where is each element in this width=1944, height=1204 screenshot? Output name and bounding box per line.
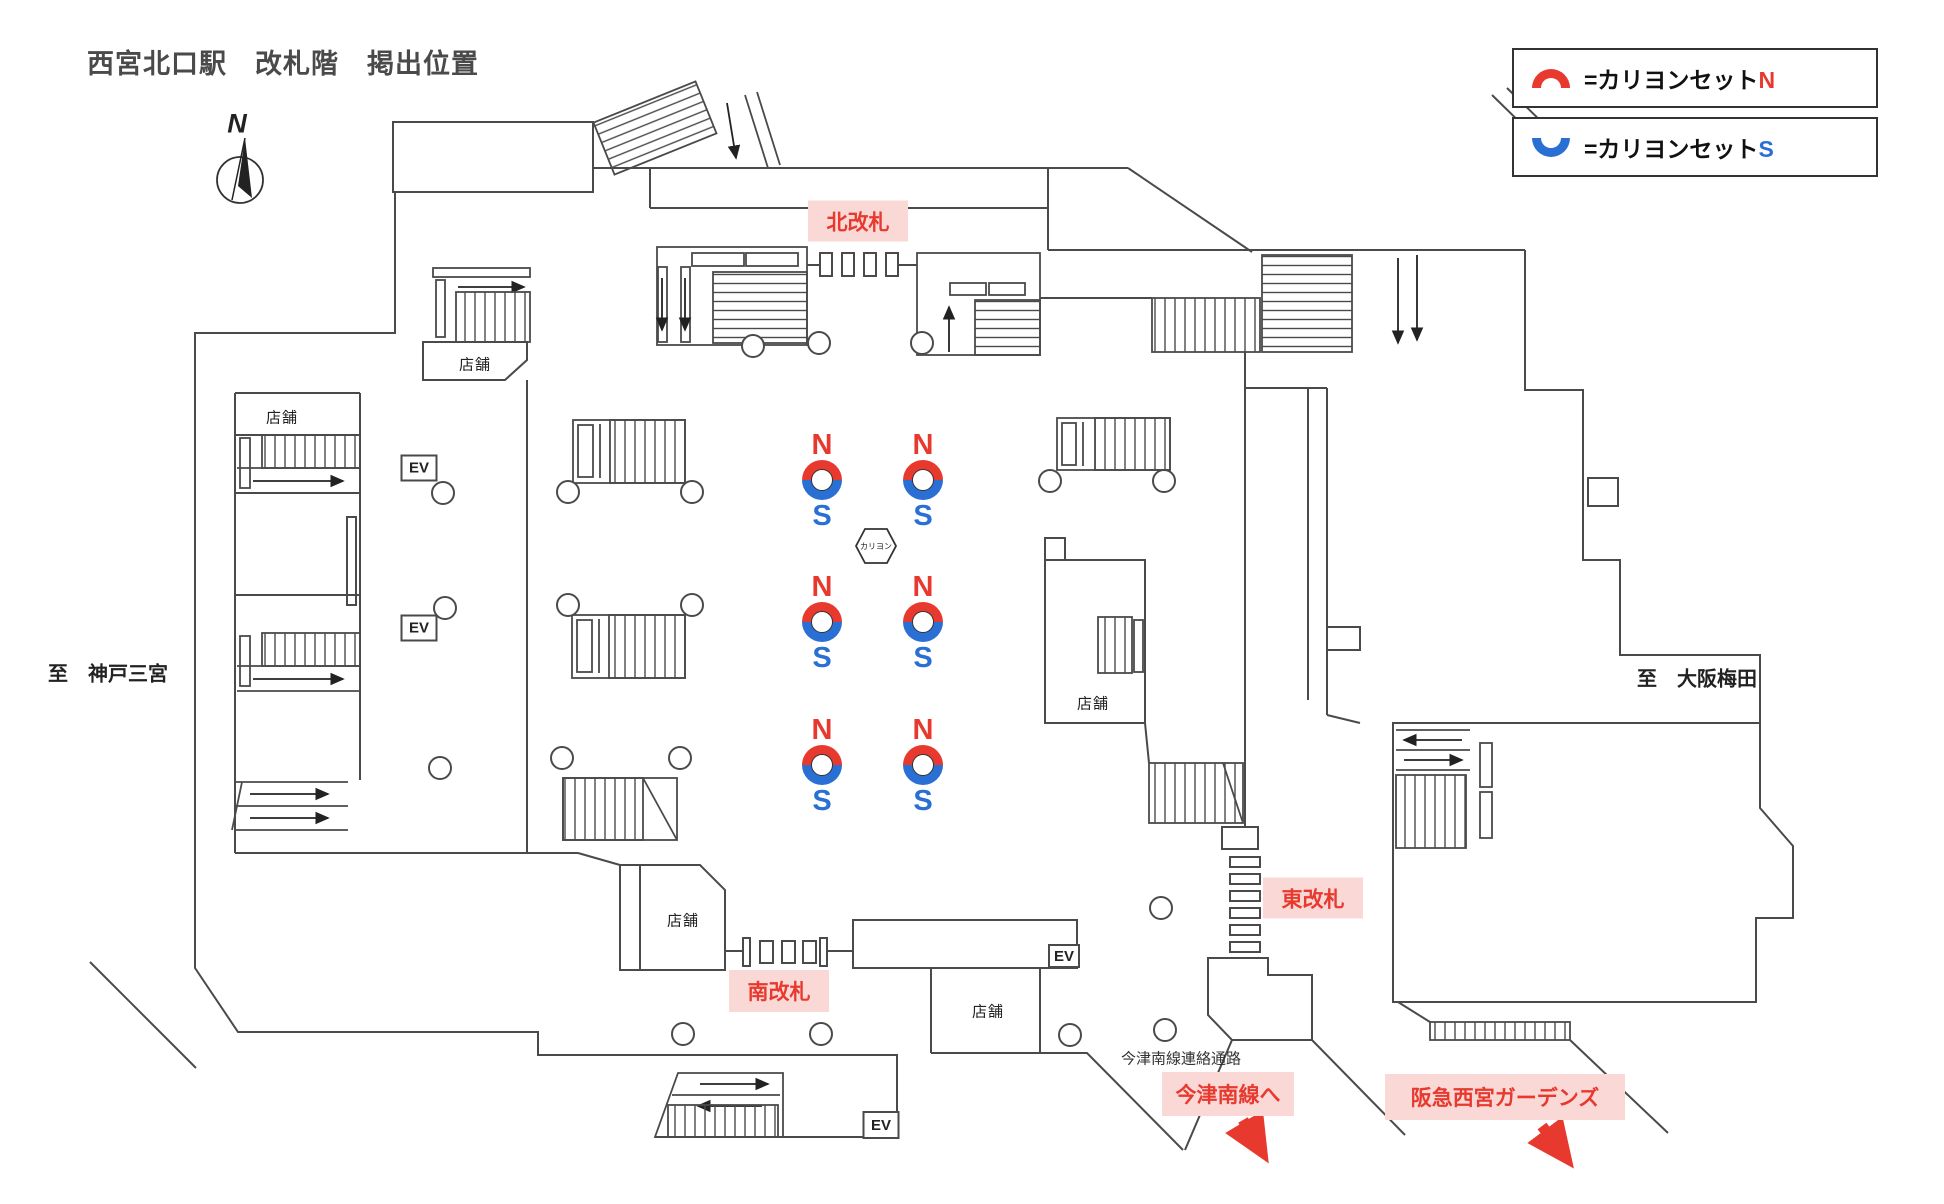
- gate-machines: [742, 252, 1261, 967]
- to-kobe-sannomiya-label: 至 神戸三宮: [48, 663, 168, 686]
- marker-ring-icon: [802, 602, 842, 642]
- imazu-arrow-icon: [1225, 1110, 1269, 1164]
- hankyu-gardens-label: 阪急西宮ガーデンズ: [1385, 1074, 1625, 1120]
- elevator-box: EV: [400, 454, 438, 482]
- hexagon-icon: [854, 528, 898, 564]
- to-osaka-umeda-label: 至 大阪梅田: [1637, 668, 1757, 691]
- imazu-corridor-label: 今津南線連絡通路: [1120, 1050, 1242, 1068]
- marker-s-label: S: [812, 785, 832, 817]
- marker-n-label: N: [912, 429, 934, 461]
- compass-icon: [216, 137, 264, 204]
- legend-n-label: =カリヨンセットN: [1584, 67, 1776, 93]
- shop-label: 店舗: [1076, 695, 1110, 713]
- exit-arrows: [1225, 1110, 1574, 1169]
- marker-s-label: S: [812, 642, 832, 674]
- elevator-box: EV: [1048, 944, 1080, 968]
- marker-s-label: S: [913, 500, 933, 532]
- shop-label: 店舗: [666, 912, 700, 930]
- page-title: 西宮北口駅 改札階 掲出位置: [87, 49, 479, 79]
- marker-ring-icon: [903, 602, 943, 642]
- kariyon-n-arc-icon: [1532, 68, 1570, 88]
- marker-n-label: N: [912, 714, 934, 746]
- kariyon-hex-text: カリヨン: [860, 541, 892, 551]
- marker-ring-icon: [903, 745, 943, 785]
- legend-s-label: =カリヨンセットS: [1584, 136, 1774, 162]
- marker-n-label: N: [811, 429, 833, 461]
- legend-row-s: =カリヨンセットS: [1512, 117, 1878, 177]
- pillar-circles: [428, 331, 1177, 1047]
- marker-ring-icon: [802, 745, 842, 785]
- stairs: [231, 80, 1571, 1138]
- marker-s-label: S: [913, 642, 933, 674]
- south-gate-label: 南改札: [729, 970, 829, 1012]
- marker-n-label: N: [811, 714, 833, 746]
- marker-s-label: S: [812, 500, 832, 532]
- shop-label: 店舗: [458, 356, 492, 374]
- north-gate-label: 北改札: [808, 200, 908, 242]
- compass-north-label: N: [227, 108, 247, 139]
- elevator-box: EV: [400, 614, 438, 642]
- marker-s-label: S: [913, 785, 933, 817]
- gardens-arrow-icon: [1527, 1116, 1574, 1169]
- shop-label: 店舗: [265, 409, 299, 427]
- legend-row-n: =カリヨンセットN: [1512, 48, 1878, 108]
- marker-n-label: N: [912, 571, 934, 603]
- imazu-line-label: 今津南線へ: [1162, 1072, 1294, 1116]
- elevator-box: EV: [862, 1111, 900, 1139]
- marker-ring-icon: [802, 460, 842, 500]
- kariyon-hexagon: カリヨン: [854, 526, 898, 566]
- shop-label: 店舗: [971, 1003, 1005, 1021]
- kariyon-s-arc-icon: [1532, 137, 1570, 157]
- east-gate-label: 東改札: [1263, 877, 1363, 919]
- marker-ring-icon: [903, 460, 943, 500]
- marker-n-label: N: [811, 571, 833, 603]
